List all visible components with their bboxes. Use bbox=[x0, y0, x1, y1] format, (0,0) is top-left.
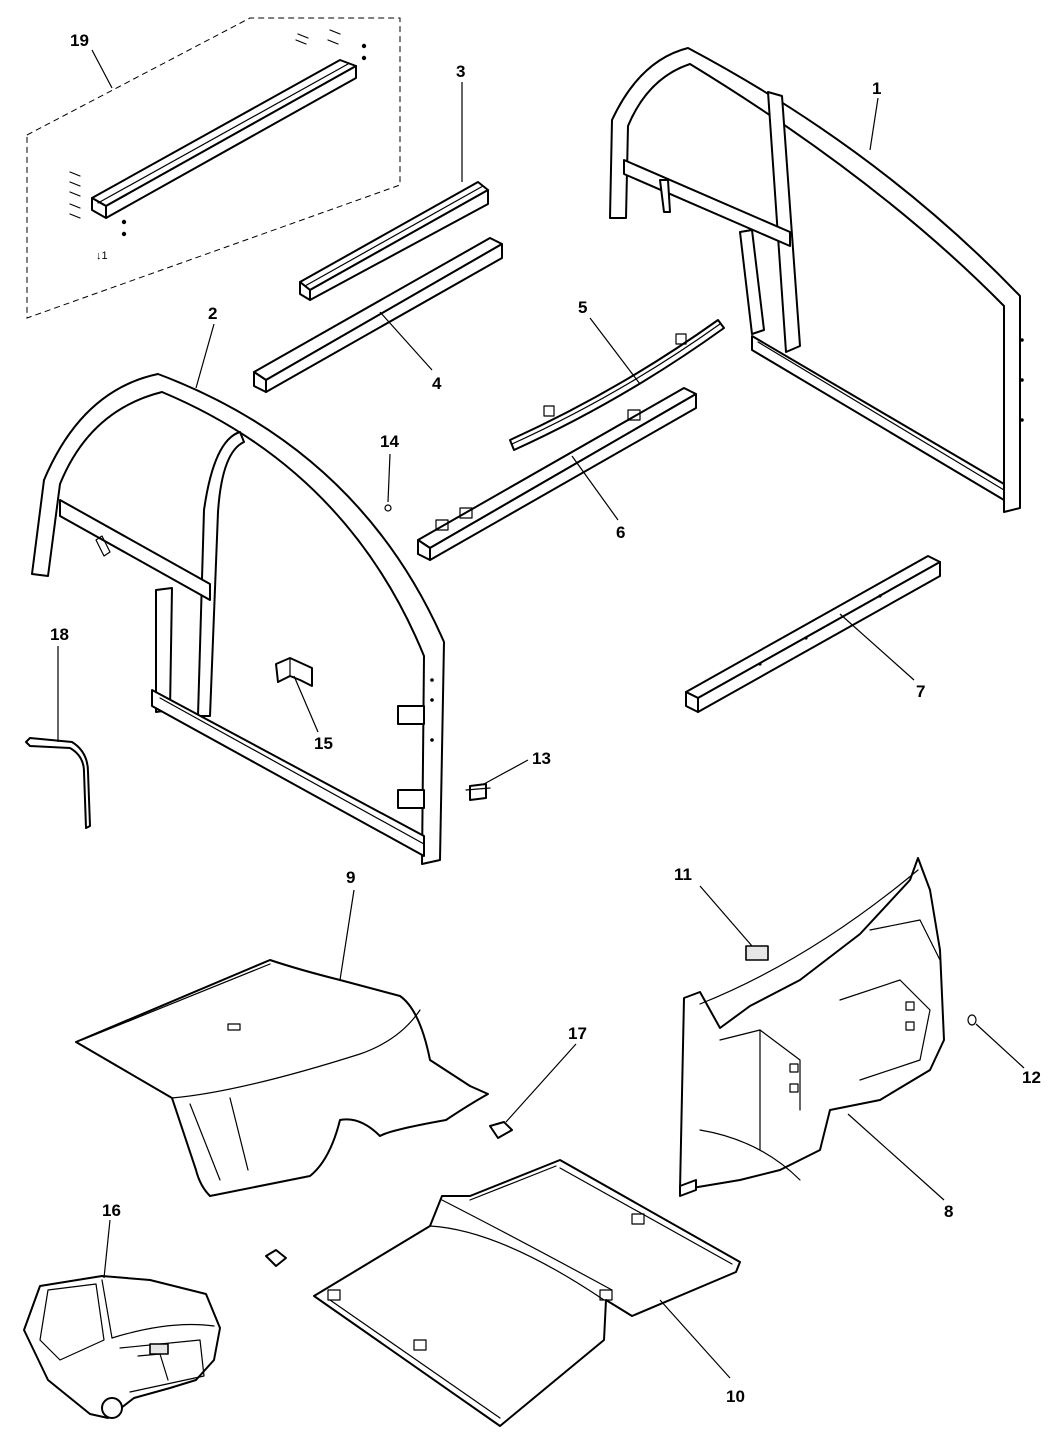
part-13-clip bbox=[465, 759, 529, 801]
part-4-rail bbox=[253, 237, 503, 393]
leader-10 bbox=[659, 1299, 731, 1379]
part-15-bracket bbox=[275, 657, 319, 733]
leader-15 bbox=[293, 675, 319, 733]
callout-15: 15 bbox=[314, 734, 333, 753]
leader-16 bbox=[103, 1219, 111, 1279]
leader-4 bbox=[379, 311, 433, 371]
leader-8 bbox=[847, 1113, 945, 1201]
leader-9 bbox=[339, 889, 355, 981]
callout-18: 18 bbox=[50, 625, 69, 644]
part-11-block bbox=[699, 885, 769, 961]
part-3-channel bbox=[299, 82, 489, 301]
callout-3: 3 bbox=[456, 62, 465, 81]
part-14-fastener bbox=[384, 453, 392, 512]
leader-12 bbox=[975, 1023, 1025, 1069]
leader-6 bbox=[571, 455, 619, 521]
callout-10: 10 bbox=[726, 1387, 745, 1406]
part-5-curved-rail bbox=[509, 317, 725, 451]
part-9-floor-tub bbox=[75, 889, 489, 1197]
part-8-bulkhead bbox=[679, 857, 945, 1201]
part-2-side-frame bbox=[31, 323, 445, 865]
kit-19-rail bbox=[91, 59, 357, 219]
part-7-cross-member bbox=[685, 555, 941, 713]
callout-1: 1 bbox=[872, 79, 881, 98]
leader-2 bbox=[195, 323, 215, 389]
kit-note-text: ↓1 bbox=[96, 250, 108, 262]
callout-4: 4 bbox=[432, 374, 442, 393]
part-19-kit: ↓1 bbox=[26, 17, 401, 319]
kit-19-fasteners bbox=[69, 29, 367, 237]
callout-14: 14 bbox=[380, 432, 399, 451]
part-12-washer bbox=[967, 1014, 1025, 1069]
callout-19: 19 bbox=[70, 31, 89, 50]
callout-7: 7 bbox=[916, 682, 925, 701]
loose-pad bbox=[265, 1249, 287, 1267]
leader-7 bbox=[839, 613, 915, 681]
callout-5: 5 bbox=[578, 298, 587, 317]
part-17-pad bbox=[489, 1043, 577, 1139]
leader-13 bbox=[483, 759, 529, 785]
callout-8: 8 bbox=[944, 1202, 953, 1221]
leader-19 bbox=[91, 49, 113, 89]
part-10-floor-panel bbox=[313, 1159, 741, 1427]
part-18-rod bbox=[25, 646, 91, 829]
part-1-side-frame bbox=[609, 47, 1024, 513]
callout-9: 9 bbox=[346, 868, 355, 887]
callout-13: 13 bbox=[532, 749, 551, 768]
part-6-lower-rail bbox=[417, 387, 697, 561]
part-16-vehicle-body bbox=[23, 1219, 221, 1419]
callout-11: 11 bbox=[674, 865, 692, 884]
kit-19-dashed-outline bbox=[26, 17, 401, 319]
callout-17: 17 bbox=[568, 1024, 587, 1043]
leader-17 bbox=[505, 1043, 577, 1123]
leader-11 bbox=[699, 885, 753, 947]
callout-6: 6 bbox=[616, 523, 625, 542]
leader-14 bbox=[387, 453, 391, 503]
callout-labels: 19 3 1 2 5 4 14 6 18 7 15 13 11 9 17 12 … bbox=[50, 31, 1041, 1406]
leader-1 bbox=[869, 97, 879, 151]
callout-16: 16 bbox=[102, 1201, 121, 1220]
callout-12: 12 bbox=[1022, 1068, 1041, 1087]
callout-2: 2 bbox=[208, 304, 217, 323]
leader-5 bbox=[589, 317, 641, 385]
